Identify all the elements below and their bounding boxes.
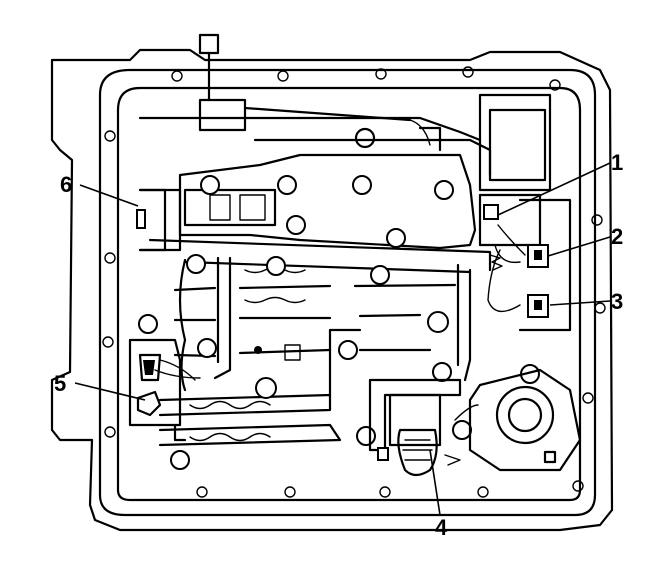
solenoid-stack-right <box>478 93 572 332</box>
harness-connector-bottom <box>368 378 479 477</box>
leader-4 <box>429 449 441 516</box>
callout-4: 4 <box>435 515 448 540</box>
flange-bolt-holes <box>102 66 606 498</box>
leader-3 <box>549 300 611 306</box>
callout-labels: 1 2 3 4 5 6 <box>54 150 623 540</box>
callout-2: 2 <box>611 224 623 249</box>
valve-body-bolts <box>138 175 540 470</box>
callout-3: 3 <box>611 289 623 314</box>
leader-1 <box>497 162 611 216</box>
callout-6: 6 <box>60 172 72 197</box>
leader-6 <box>79 184 139 207</box>
leader-2 <box>547 236 611 257</box>
case-flange-outline <box>50 48 614 532</box>
left-side-components <box>128 188 201 442</box>
callout-5: 5 <box>54 371 66 396</box>
leader-5 <box>74 382 146 401</box>
callout-leaders <box>74 162 611 516</box>
callout-1: 1 <box>611 150 623 175</box>
detent-lever-assembly <box>138 33 482 149</box>
accumulator-housing <box>468 368 582 472</box>
